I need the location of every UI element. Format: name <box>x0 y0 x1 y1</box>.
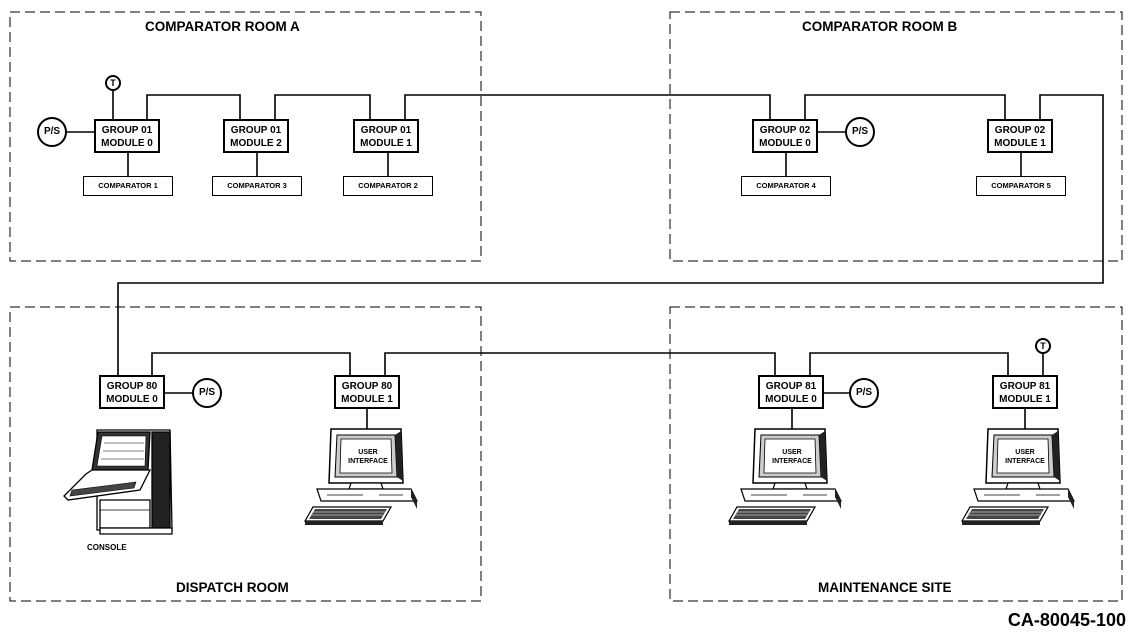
console-label: CONSOLE <box>87 543 127 552</box>
maintenance-site-boundary <box>669 306 1123 602</box>
module-group02-module0: GROUP 02 MODULE 0 <box>752 119 818 153</box>
terminal-icon: T <box>1035 338 1051 354</box>
terminal-icon: T <box>105 75 121 91</box>
room-title-comparator-b: COMPARATOR ROOM B <box>802 19 958 34</box>
module-group80-module0: GROUP 80 MODULE 0 <box>99 375 165 409</box>
module-group01-module1: GROUP 01 MODULE 1 <box>353 119 419 153</box>
room-title-comparator-a: COMPARATOR ROOM A <box>145 19 300 34</box>
module-number-label: MODULE 1 <box>341 394 393 405</box>
module-number-label: MODULE 0 <box>765 394 817 405</box>
link-room-b <box>804 94 1006 119</box>
console-icon <box>63 429 173 535</box>
module-number-label: MODULE 1 <box>994 138 1046 149</box>
module-group-label: GROUP 80 <box>341 381 393 392</box>
module-group-label: GROUP 02 <box>994 125 1046 136</box>
power-supply-icon: P/S <box>849 378 879 408</box>
module-group-label: GROUP 01 <box>360 125 412 136</box>
power-supply-icon: P/S <box>192 378 222 408</box>
module-number-label: MODULE 1 <box>999 394 1051 405</box>
module-group01-module0: GROUP 01 MODULE 0 <box>94 119 160 153</box>
module-group-label: GROUP 02 <box>759 125 811 136</box>
module-group81-module0: GROUP 81 MODULE 0 <box>758 375 824 409</box>
comparator-5: COMPARATOR 5 <box>976 176 1066 196</box>
computer-workstation-icon <box>961 428 1075 526</box>
power-supply-icon: P/S <box>37 117 67 147</box>
module-number-label: MODULE 0 <box>759 138 811 149</box>
module-group-label: GROUP 80 <box>106 381 158 392</box>
module-group-label: GROUP 01 <box>230 125 282 136</box>
link-room-a-1 <box>146 94 241 119</box>
computer-workstation-icon <box>304 428 418 526</box>
link-maintenance <box>809 352 1009 375</box>
room-title-dispatch: DISPATCH ROOM <box>176 580 289 595</box>
module-group81-module1: GROUP 81 MODULE 1 <box>992 375 1058 409</box>
module-group-label: GROUP 81 <box>765 381 817 392</box>
module-number-label: MODULE 1 <box>360 138 412 149</box>
computer-workstation-icon <box>728 428 842 526</box>
module-group02-module1: GROUP 02 MODULE 1 <box>987 119 1053 153</box>
module-number-label: MODULE 0 <box>101 138 153 149</box>
link-room-b-to-dispatch <box>117 94 1104 375</box>
power-supply-icon: P/S <box>845 117 875 147</box>
room-b-boundary <box>669 11 1123 262</box>
comparator-2: COMPARATOR 2 <box>343 176 433 196</box>
comparator-3: COMPARATOR 3 <box>212 176 302 196</box>
comparator-4: COMPARATOR 4 <box>741 176 831 196</box>
module-group80-module1: GROUP 80 MODULE 1 <box>334 375 400 409</box>
module-group01-module2: GROUP 01 MODULE 2 <box>223 119 289 153</box>
document-id: CA-80045-100 <box>1007 610 1126 630</box>
link-dispatch <box>151 352 351 375</box>
link-room-a-to-b <box>404 94 771 119</box>
comparator-1: COMPARATOR 1 <box>83 176 173 196</box>
module-group-label: GROUP 81 <box>999 381 1051 392</box>
dispatch-room-boundary <box>9 306 482 602</box>
module-group-label: GROUP 01 <box>101 125 153 136</box>
link-room-a-2 <box>274 94 371 119</box>
link-dispatch-to-maintenance <box>384 352 776 375</box>
module-number-label: MODULE 0 <box>106 394 158 405</box>
module-number-label: MODULE 2 <box>230 138 282 149</box>
room-title-maintenance: MAINTENANCE SITE <box>818 580 952 595</box>
